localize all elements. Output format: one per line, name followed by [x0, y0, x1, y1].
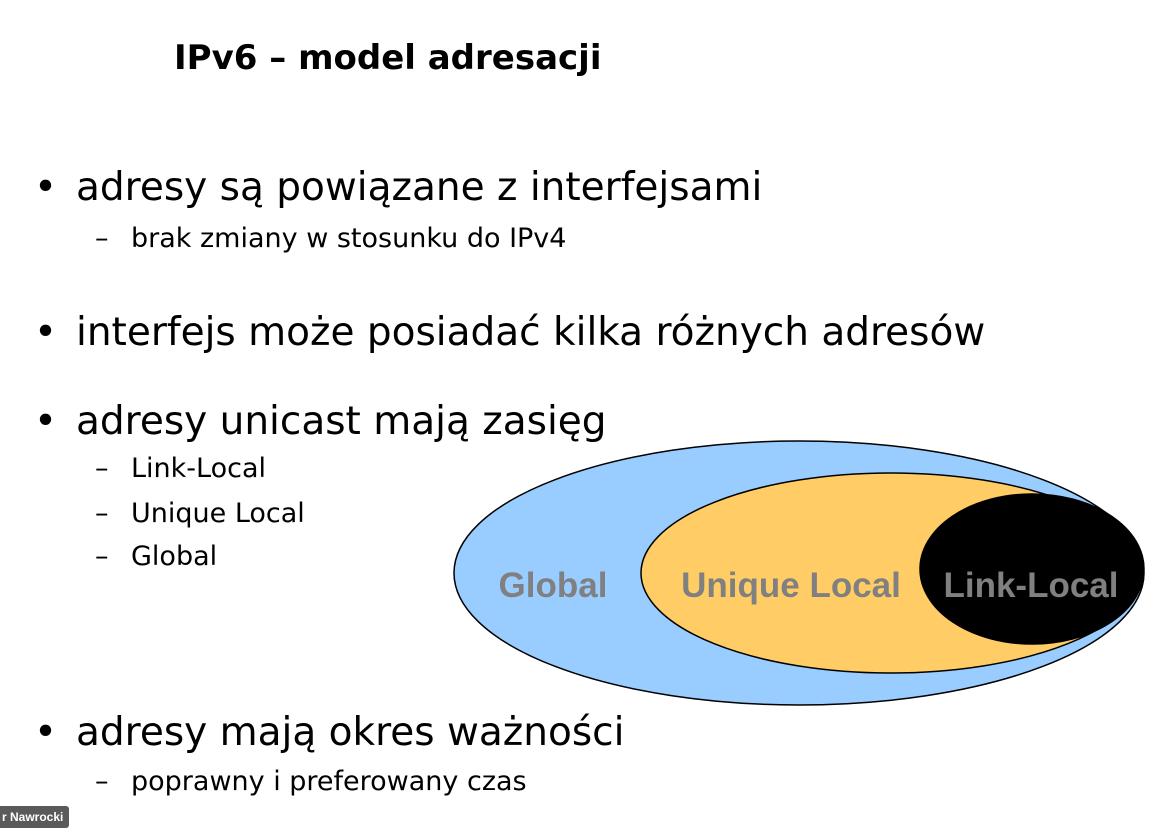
dash-marker: – — [95, 453, 109, 484]
bullet-item: • interfejs może posiadać kilka różnych a… — [34, 313, 985, 352]
sub-bullet-item: –brak zmiany w stosunku do IPv4 — [95, 225, 566, 252]
slide-title: IPv6 – model adresacji — [174, 38, 602, 78]
bullet-item: • adresy mają okres ważności — [34, 713, 624, 752]
global-label: Global — [499, 566, 608, 605]
dash-marker: – — [95, 498, 109, 529]
sub-bullet-item: –Global — [95, 543, 217, 570]
bullet-dot: • — [34, 310, 58, 355]
sub-bullet-item: –poprawny i preferowany czas — [95, 768, 527, 795]
link-local-scope-ellipse — [919, 493, 1145, 645]
dash-marker: – — [95, 223, 109, 254]
sub-bullet-item: –Link-Local — [95, 455, 266, 482]
sub-bullet-text: Link-Local — [131, 453, 267, 484]
bullet-dot: • — [34, 399, 58, 444]
sub-bullet-text: Unique Local — [131, 498, 305, 529]
bullet-text: adresy mają okres ważności — [76, 710, 625, 755]
bullet-text: interfejs może posiadać kilka różnych ad… — [76, 310, 986, 355]
sub-bullet-text: Global — [131, 541, 218, 572]
bullet-dot: • — [34, 165, 58, 210]
dash-marker: – — [95, 541, 109, 572]
link-local-label: Link-Local — [943, 566, 1118, 605]
unique-local-label: Unique Local — [681, 566, 901, 605]
author-badge: r Nawrocki — [0, 806, 70, 828]
dash-marker: – — [95, 766, 109, 797]
sub-bullet-text: poprawny i preferowany czas — [131, 766, 527, 797]
sub-bullet-item: –Unique Local — [95, 500, 305, 527]
bullet-text: adresy są powiązane z interfejsami — [76, 165, 763, 210]
bullet-item: • adresy unicast mają zasięg — [34, 402, 607, 441]
bullet-text: adresy unicast mają zasięg — [76, 399, 607, 444]
bullet-dot: • — [34, 710, 58, 755]
bullet-item: • adresy są powiązane z interfejsami — [34, 168, 762, 207]
sub-bullet-text: brak zmiany w stosunku do IPv4 — [131, 223, 567, 254]
